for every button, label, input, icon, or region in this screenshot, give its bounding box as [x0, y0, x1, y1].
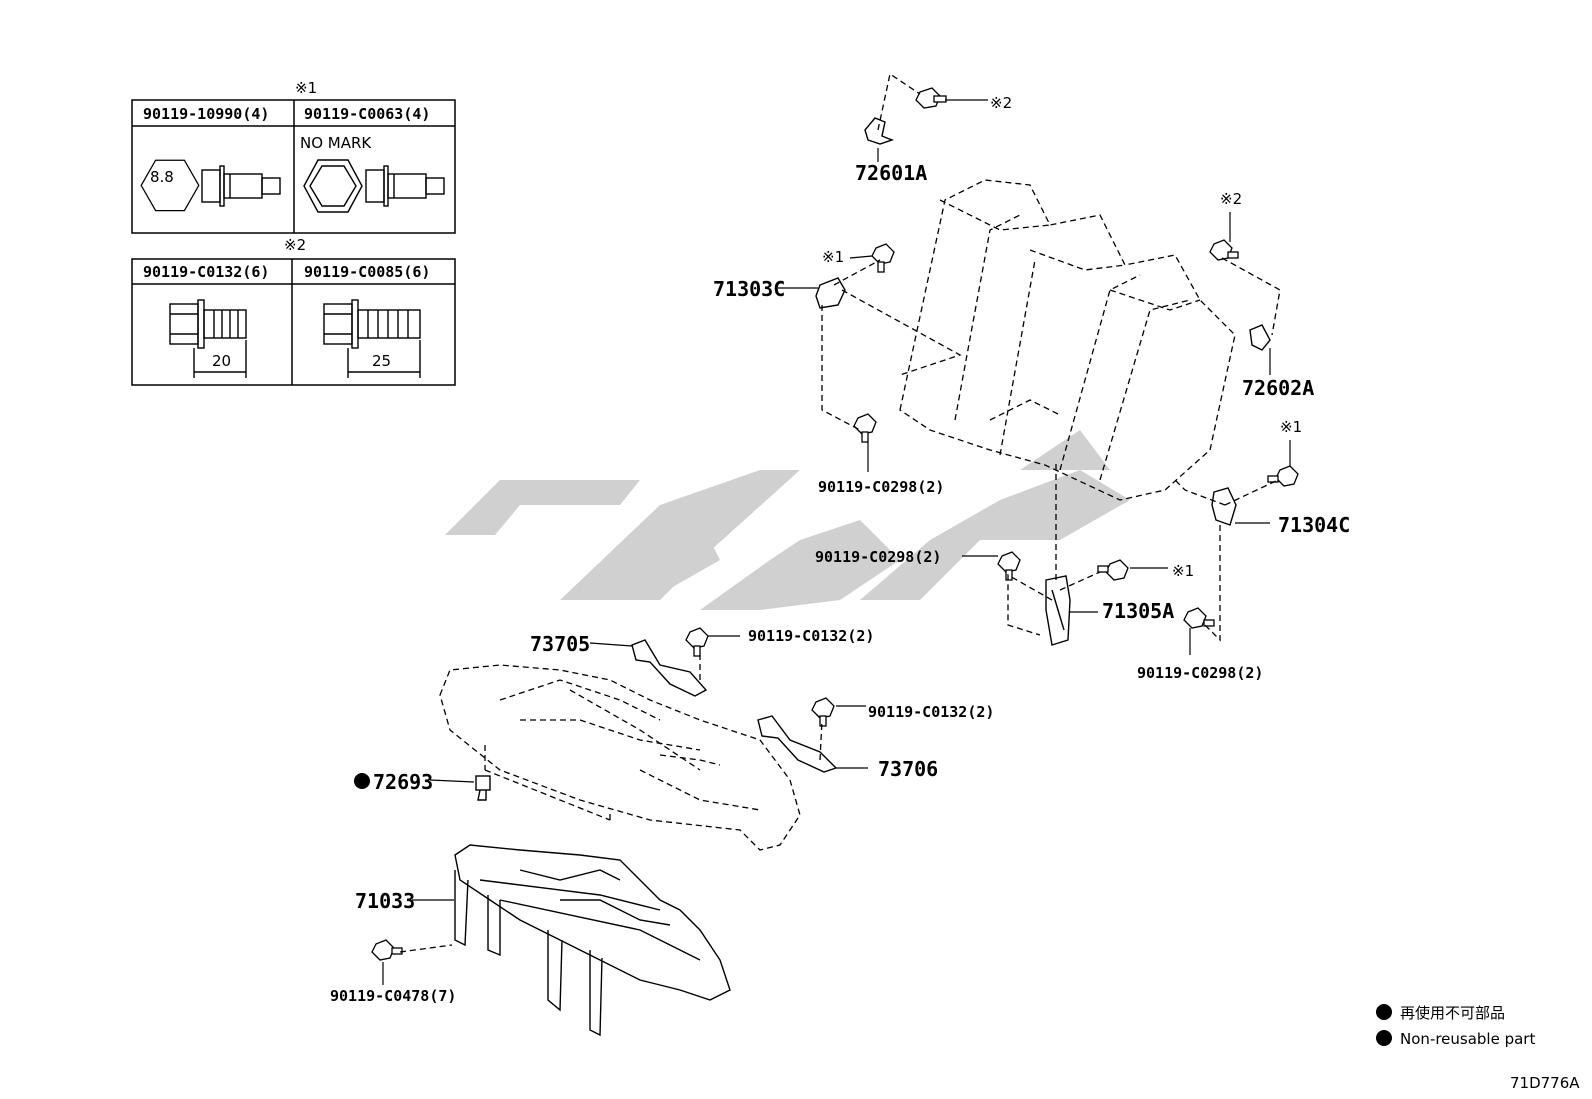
hex-head-icon: [303, 159, 363, 213]
table1-mark-2: NO MARK: [300, 134, 372, 152]
table2-marker: ※2: [284, 236, 306, 254]
label-71303C: 71303C: [713, 277, 785, 301]
bolt-side-icon: [365, 165, 445, 207]
hinge-72602A: [1249, 324, 1271, 351]
bolt-icon: [853, 413, 877, 443]
bracket-71303C: [815, 277, 846, 309]
table2-part-2: 90119-C0085(6): [304, 263, 430, 281]
bolt-icon: [1097, 559, 1129, 581]
label-71304C: 71304C: [1278, 513, 1350, 537]
bolt-icon: [915, 87, 947, 109]
non-reusable-dot-icon: [1376, 1030, 1392, 1046]
callout-labels: 72601A ※2 71303C ※1 90119-C0298(2) 72602…: [330, 94, 1350, 1005]
label-72601A: 72601A: [855, 161, 927, 185]
bolt-side-icon: [201, 165, 281, 207]
label-bolt-0132-b: 90119-C0132(2): [868, 703, 994, 721]
table2-length-2: 25: [372, 352, 391, 370]
seat-cushion: [439, 664, 801, 851]
diagram-code: 71D776A: [1510, 1074, 1580, 1092]
legend-table-2: ※2 90119-C0132(6) 90119-C0085(6) 20: [131, 236, 456, 386]
legend-table-1: ※1 90119-10990(4) 90119-C0063(4) 8.8 NO …: [131, 79, 456, 234]
bolt-icon: [685, 627, 709, 657]
label-bolt-0298-upper: 90119-C0298(2): [818, 478, 944, 496]
table1-mark-1: 8.8: [150, 168, 174, 186]
label-71305A: 71305A: [1102, 599, 1174, 623]
seat-back-assembly: [899, 179, 1236, 501]
label-bolt-0298-mid: 90119-C0298(2): [815, 548, 941, 566]
bolt-icon: [1209, 239, 1239, 261]
non-reusable-dot-icon: [354, 773, 370, 789]
bolt-icon: [871, 243, 895, 273]
relation-lines: [399, 72, 1281, 953]
bracket-71305A: [1045, 575, 1071, 646]
ref-72601A: ※2: [990, 94, 1012, 112]
non-reusable-legend: 再使用不可部品 Non-reusable part: [1376, 1004, 1535, 1048]
label-72693: 72693: [373, 770, 433, 794]
bracket-71304C: [1211, 487, 1237, 526]
bolt-icon: [371, 939, 403, 961]
flange-bolt-icon: [323, 299, 421, 378]
table1-part-2: 90119-C0063(4): [304, 105, 430, 123]
label-71033: 71033: [355, 889, 415, 913]
bolt-icon: [997, 551, 1021, 581]
bolt-icon: [811, 697, 835, 727]
hook-73706: [757, 715, 838, 773]
hinge-72601A: [864, 117, 895, 145]
leader-lines: [382, 99, 1291, 985]
ref-71305A: ※1: [1172, 562, 1194, 580]
table2-length-1: 20: [212, 352, 231, 370]
label-73706: 73706: [878, 757, 938, 781]
legend-english: Non-reusable part: [1400, 1030, 1535, 1048]
non-reusable-dot-icon: [1376, 1004, 1392, 1020]
clip-72693: [475, 775, 491, 801]
flange-bolt-icon: [169, 299, 247, 378]
ref-71303C: ※1: [822, 248, 844, 266]
watermark-logo: [445, 430, 1130, 610]
label-73705: 73705: [530, 632, 590, 656]
bolt-icon: [1183, 607, 1215, 629]
hook-73705: [631, 639, 708, 697]
legend-japanese: 再使用不可部品: [1400, 1004, 1505, 1022]
label-72602A: 72602A: [1242, 376, 1314, 400]
ref-72602A: ※2: [1220, 190, 1242, 208]
label-bolt-0132-a: 90119-C0132(2): [748, 627, 874, 645]
table1-part-1: 90119-10990(4): [143, 105, 269, 123]
table2-part-1: 90119-C0132(6): [143, 263, 269, 281]
ref-71304C: ※1: [1280, 418, 1302, 436]
hex-head-icon: [140, 159, 200, 212]
table1-marker: ※1: [295, 79, 317, 97]
label-bolt-0478: 90119-C0478(7): [330, 987, 456, 1005]
seat-frame: [454, 844, 731, 1037]
label-bolt-0298-right: 90119-C0298(2): [1137, 664, 1263, 682]
